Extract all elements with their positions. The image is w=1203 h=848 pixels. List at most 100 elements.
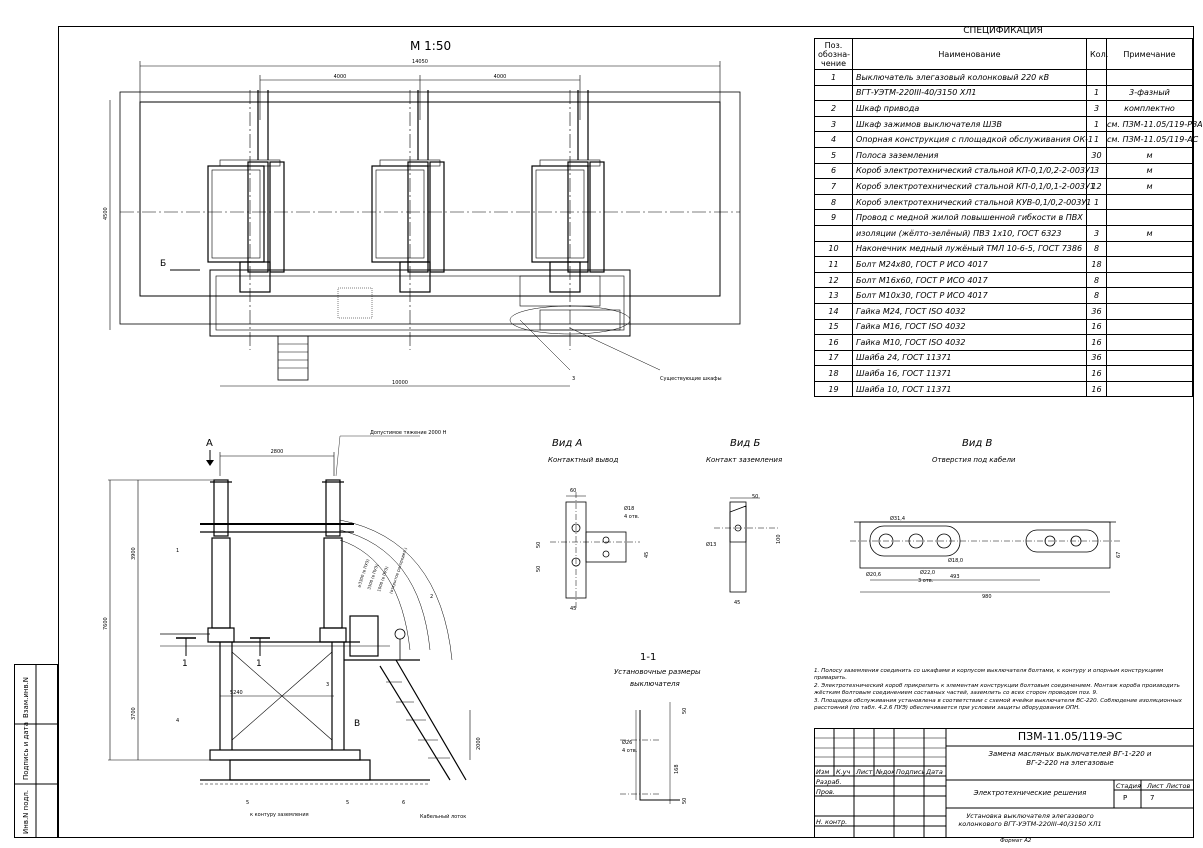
spec-cell-qty: 8 (1086, 287, 1107, 304)
dim-spacing-1: 4000 (334, 74, 347, 80)
title-block-grid (814, 728, 1194, 838)
load-note: Допустимое тяжение 2000 Н (370, 430, 447, 436)
spec-cell-name: Выключатель элегазовый колонковый 220 кВ (852, 69, 1087, 86)
spec-cell-qty: 3 (1086, 224, 1107, 242)
spec-cell-pos: 18 (814, 365, 853, 382)
spec-cell-name: Болт М16х60, ГОСТ Р ИСО 4017 (852, 271, 1087, 289)
spec-cell-name: Полоса заземления (852, 146, 1087, 164)
spec-cell-pos: 9 (814, 209, 853, 226)
callout-4: 4 (176, 718, 179, 724)
spec-cell-name: Шайба 16, ГОСТ 11371 (852, 365, 1087, 382)
spec-cell-note: м (1106, 162, 1193, 180)
spec-cell-name: Шайба 24, ГОСТ 11371 (852, 349, 1087, 367)
view-v-title: Вид В (962, 438, 992, 449)
view-b-dim-2: Ø13 (706, 541, 716, 548)
spec-cell-qty: 16 (1086, 380, 1107, 398)
note-3: 3. Площадка обслуживания установлена в с… (814, 698, 1182, 711)
tb-sheet-value: 7 (1150, 794, 1155, 802)
callout-6: 6 (402, 800, 405, 806)
plan-breaker-2 (371, 90, 445, 293)
view-v-dim-2: Ø18,0 (948, 557, 963, 564)
spec-cell-note (1106, 209, 1193, 226)
spec-cell-note (1106, 193, 1193, 211)
view-a-dim-7: 45 (644, 552, 650, 558)
spec-cell-note: см. ПЗМ-11.05/119-РЗА (1106, 115, 1203, 133)
view-v: Вид В Отверстия под кабели Ø31,4 Ø18,0 Ø… (850, 438, 1122, 600)
label-existing-cabinets: Существующие шкафы (660, 376, 722, 382)
spec-cell-note: см. ПЗМ-11.05/119-АС (1106, 131, 1198, 148)
spec-cell-pos (814, 224, 853, 242)
spec-cell-note (1106, 318, 1193, 336)
spec-cell-pos: 4 (814, 131, 853, 148)
spec-cell-note: м (1106, 146, 1193, 164)
spec-cell-qty (1086, 209, 1107, 226)
view-b-title: Вид Б (730, 438, 760, 449)
title-block: Изм К.уч Лист №док Подпись Дата Разраб. … (814, 728, 1194, 838)
callout-1: 1 (176, 548, 179, 554)
left-stamp: Взам.инв.N Подпись и дата Инв.N подл. (14, 664, 58, 838)
label-cable-tray: Кабельный лоток (420, 813, 466, 820)
callout-5a: 5 (246, 800, 249, 806)
tb-role-nkontr: Н. контр. (816, 818, 848, 826)
spec-cell-pos: 14 (814, 302, 853, 320)
spec-cell-qty: 16 (1086, 334, 1107, 351)
tb-col-ndok: №док (876, 768, 896, 776)
spec-cell-name: Наконечник медный лужёный ТМЛ 10-6-5, ГО… (852, 240, 1087, 258)
note-1: 1. Полосу заземления соединить со шкафам… (814, 668, 1164, 681)
spec-cell-qty: 36 (1086, 302, 1107, 320)
sidebar-label-3: Инв.N подл. (22, 790, 30, 834)
drawing-frame (58, 26, 1194, 838)
spec-cell-name: Болт М24х80, ГОСТ Р ИСО 4017 (852, 256, 1087, 273)
dim-depth: 4500 (103, 207, 109, 220)
note-2: 2. Электротехнический короб прикрепить к… (814, 683, 1180, 696)
tb-code: ПЗМ-11.05/119-ЭС (1017, 730, 1123, 743)
spec-cell-name: ВГТ-УЭТМ-220III-40/3150 ХЛ1 (852, 84, 1087, 102)
spec-header-note: Примечание (1106, 38, 1193, 70)
clearance-3: 1000 (в ПУЭ) (376, 565, 389, 592)
spec-cell-name: Гайка М10, ГОСТ ISO 4032 (852, 334, 1087, 351)
spec-cell-pos: 6 (814, 162, 853, 180)
spec-cell-pos: 17 (814, 349, 853, 367)
spec-cell-note (1106, 69, 1193, 86)
callout-3: 3 (326, 682, 329, 688)
spec-cell-qty: 8 (1086, 240, 1107, 258)
view-a-title: Вид А (552, 438, 582, 449)
section-dim-3: 4 отв. (622, 748, 638, 754)
tb-col-date: Дата (926, 768, 943, 776)
spec-cell-qty: 3 (1086, 100, 1107, 117)
specification-table: СПЕЦИФИКАЦИЯ Поз. обозна-чение Наименова… (814, 24, 1203, 398)
spec-cell-pos: 3 (814, 115, 853, 133)
spec-cell-name: Опорная конструкция с площадкой обслужив… (852, 131, 1093, 148)
spec-cell-pos: 5 (814, 146, 853, 164)
view-a-subtitle: Контактный вывод (548, 456, 618, 464)
view-a-dim-1: 60 (570, 488, 576, 494)
spec-cell-qty: 30 (1086, 146, 1107, 164)
drawing-notes: 1. Полосу заземления соединить со шкафам… (814, 668, 1184, 713)
plan-breaker-1 (207, 90, 285, 293)
spec-cell-qty: 36 (1086, 349, 1107, 367)
plan-view: М 1:50 14050 4000 4000 4500 10000 (103, 39, 741, 387)
plan-callout-3: 3 (572, 376, 575, 382)
spec-cell-qty: 8 (1086, 271, 1107, 289)
spec-cell-qty: 18 (1086, 256, 1107, 273)
spec-cell-pos: 7 (814, 178, 853, 195)
callout-2: 2 (430, 594, 433, 600)
view-b-dim-1: 50 (752, 494, 758, 500)
section-dim-1: 50 (682, 708, 688, 714)
sidebar-label-2: Подпись и дата (22, 722, 30, 780)
tb-role-prov: Пров. (816, 788, 835, 796)
spec-cell-pos: 12 (814, 271, 853, 289)
view-a: Вид А Контактный вывод 60 Ø18 4 отв. 50 … (536, 438, 650, 612)
elevation-view: А Допустимое тяжение 2000 Н 2800 7600 39… (103, 430, 482, 820)
